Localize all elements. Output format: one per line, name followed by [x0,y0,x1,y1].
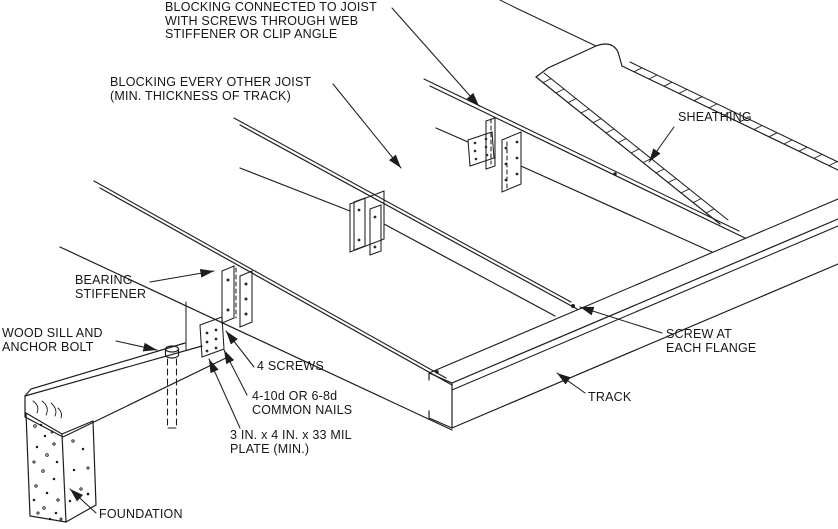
label-wood-sill-anchor: WOOD SILL AND ANCHOR BOLT [2,326,103,354]
label-blocking-connected: BLOCKING CONNECTED TO JOIST WITH SCREWS … [165,0,377,41]
leader-track [556,372,586,394]
sheathing-screw [613,172,617,176]
flange-screw [571,304,575,308]
rim-track [428,198,838,429]
leader-lines [69,7,675,514]
label-track: TRACK [588,390,632,404]
sheathing-edge-hatch [542,78,715,214]
label-screw-each-flange: SCREW AT EACH FLANGE [666,327,757,355]
label-bearing-stiffener: BEARING STIFFENER [75,273,147,301]
leader-common-nails [223,349,248,396]
bearing-stiffener-plates [221,265,253,328]
leader-mil-plate [208,358,241,429]
sheathing-edge-hatch-right [633,67,838,167]
label-blocking-every-other: BLOCKING EVERY OTHER JOIST (MIN. THICKNE… [110,75,312,103]
mil-plate [199,316,225,358]
leader-blocking-every-other [332,83,402,169]
anchor-bolt [164,345,180,429]
label-mil-plate: 3 IN. x 4 IN. x 33 MIL PLATE (MIN.) [230,428,352,456]
leader-bearing-stiffener [149,268,215,283]
foundation-wall [25,412,97,523]
track-screw [435,370,439,374]
label-four-screws: 4 SCREWS [257,359,324,373]
wood-sill [24,342,229,438]
leader-four-screws [225,330,255,368]
wood-grain [32,400,63,419]
leader-wood-sill [115,340,158,352]
leader-foundation [69,488,97,514]
leader-sheathing [648,126,675,163]
leader-blocking-connected [391,7,480,107]
concrete-stipple [32,423,90,521]
blocking-top [485,117,522,193]
web-stiffener-plate [467,131,495,167]
label-foundation: FOUNDATION [99,507,183,521]
joist-front [59,180,453,431]
label-common-nails: 4-10d OR 6-8d COMMON NAILS [252,389,353,417]
blocking-mid [349,190,385,256]
joist-middle [233,117,578,317]
sheathing-panel [499,0,838,225]
label-sheathing: SHEATHING [678,110,752,124]
leader-screw-flange [579,306,663,334]
